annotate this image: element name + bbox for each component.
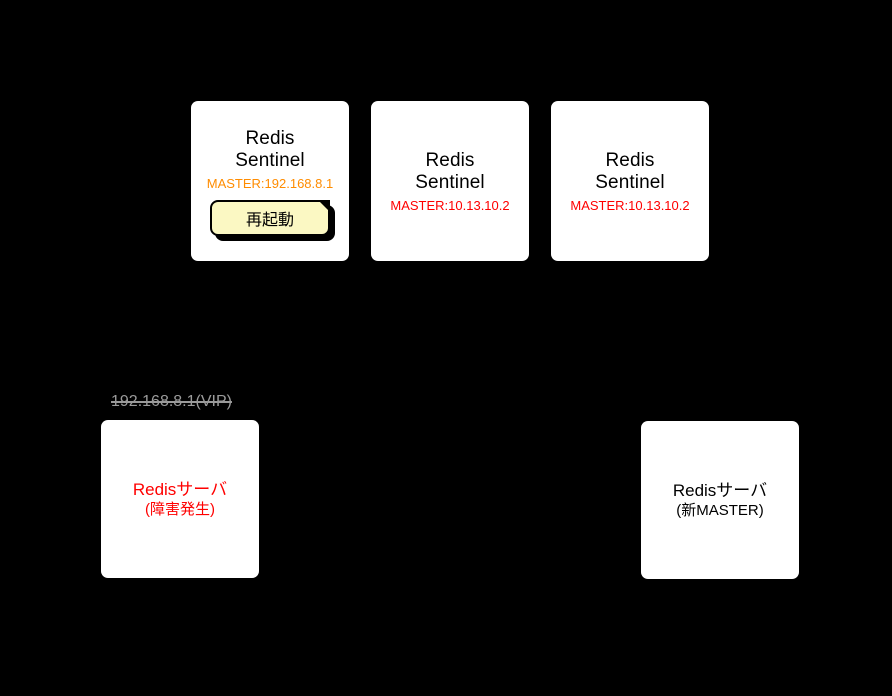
restart-button-wrapper: 再起動 <box>210 200 335 241</box>
redis-server-failed-name: Redisサーバ <box>132 479 228 499</box>
sentinel-2-title-line1: Redis <box>425 150 475 171</box>
redis-server-new-master-name: Redisサーバ <box>672 480 768 500</box>
sentinel-3-title-line1: Redis <box>605 150 655 171</box>
restart-button[interactable]: 再起動 <box>210 200 330 236</box>
sentinel-2-title-line2: Sentinel <box>415 172 485 193</box>
redis-server-new-master[interactable]: Redisサーバ (新MASTER) <box>641 421 799 579</box>
sentinel-1-title-line2: Sentinel <box>235 150 305 171</box>
sentinel-3-title: Redis Sentinel <box>595 150 664 194</box>
redis-server-failed[interactable]: Redisサーバ (障害発生) <box>101 420 259 578</box>
sentinel-1-master-label: MASTER:192.168.8.1 <box>206 176 334 191</box>
sentinel-3-title-line2: Sentinel <box>595 172 665 193</box>
sentinel-1-title: Redis Sentinel <box>235 128 304 172</box>
sentinel-3-master-label: MASTER:10.13.10.2 <box>570 198 690 213</box>
vip-address-label: 192.168.8.1(VIP) <box>111 393 232 410</box>
sentinel-node-3[interactable]: Redis Sentinel MASTER:10.13.10.2 <box>551 101 709 261</box>
sentinel-2-master-label: MASTER:10.13.10.2 <box>390 198 510 213</box>
sentinel-2-title: Redis Sentinel <box>415 150 484 194</box>
redis-server-failed-status: (障害発生) <box>145 500 215 518</box>
sentinel-1-title-line1: Redis <box>245 128 295 149</box>
sentinel-node-1[interactable]: Redis Sentinel MASTER:192.168.8.1 再起動 <box>191 101 349 261</box>
sentinel-node-2[interactable]: Redis Sentinel MASTER:10.13.10.2 <box>371 101 529 261</box>
redis-server-new-master-status: (新MASTER) <box>676 501 764 519</box>
